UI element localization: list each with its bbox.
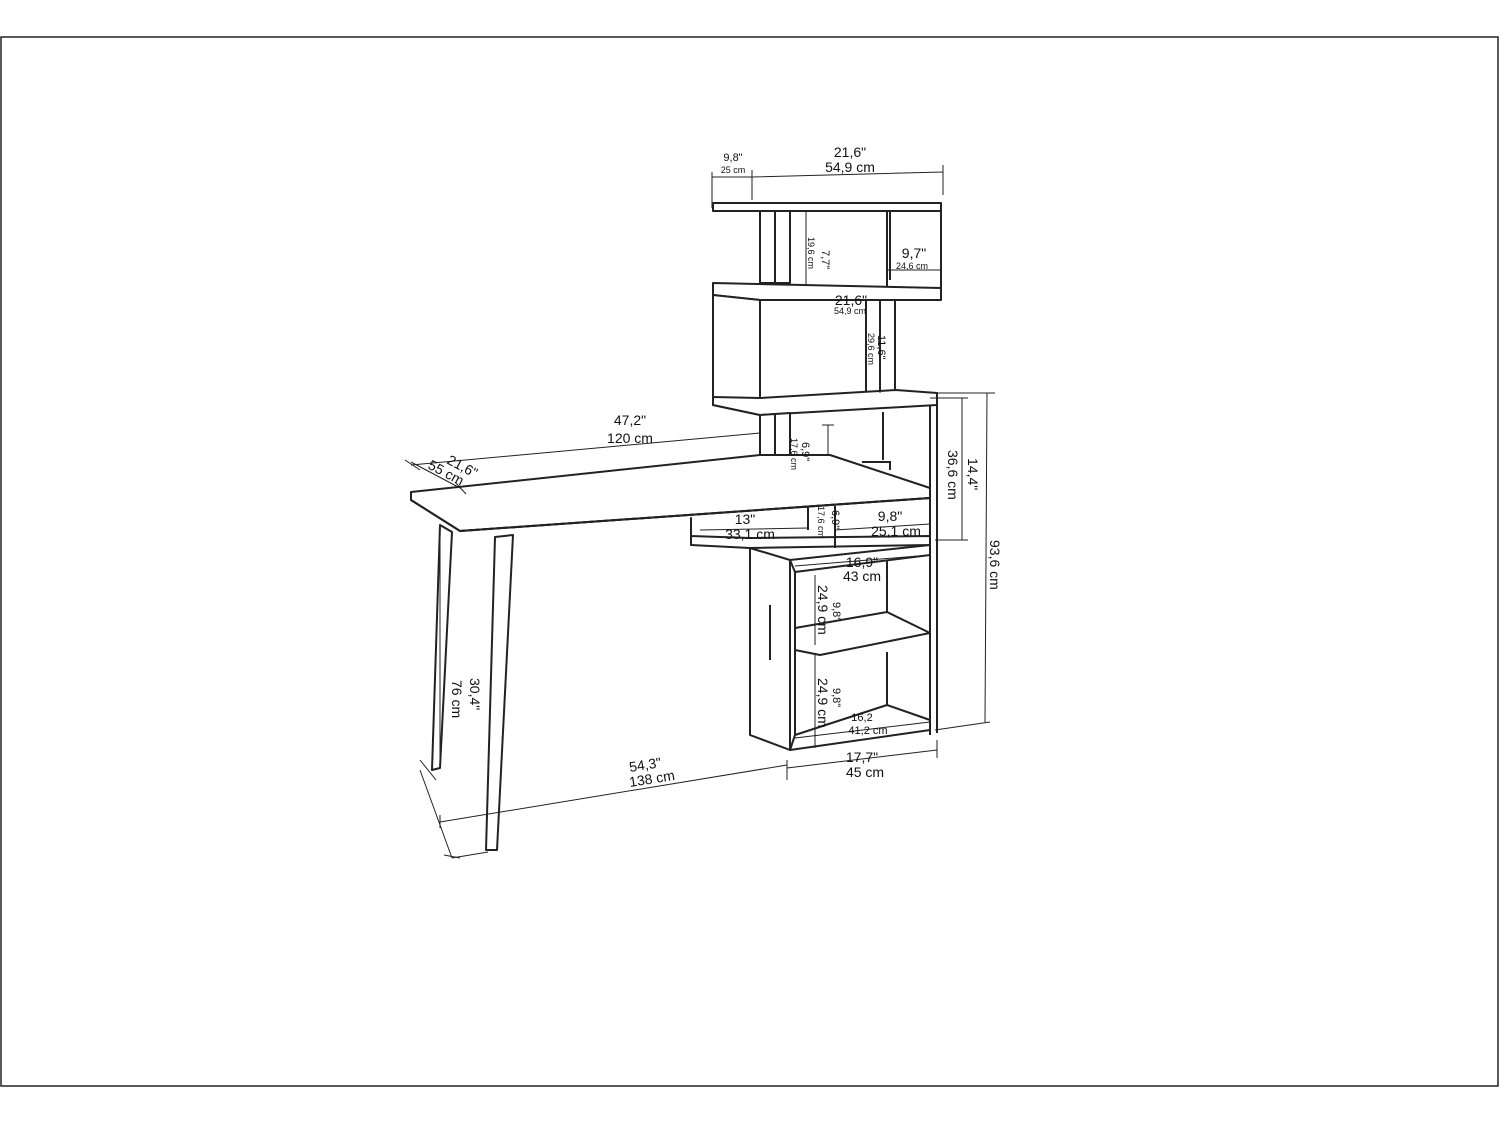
label-cab-gap1-in: 9,8" <box>830 602 842 621</box>
label-shelf-width-cm: 33,1 cm <box>725 526 775 542</box>
label-top-inner-cm: 24,6 cm <box>896 261 928 271</box>
label-cab-gap2-in: 9,8" <box>830 688 842 707</box>
label-low-gap-in: 6,9" <box>799 442 811 461</box>
label-cab-width-cm: 45 cm <box>846 764 884 780</box>
label-top-gap-in: 7,7" <box>819 250 831 269</box>
label-bottom-inner-cm: 41,2 cm <box>848 725 887 737</box>
label-shelf-width-in: 13" <box>735 511 756 527</box>
label-desk-length-in: 47,2" <box>614 412 646 428</box>
label-desk-length-cm: 120 cm <box>607 430 653 446</box>
label-total-length-cm: 138 cm <box>628 767 676 790</box>
label-cab-gap2-cm: 24,9 cm <box>815 678 831 728</box>
label-side-width-in: 9,8" <box>878 508 902 524</box>
label-cab-gap1-cm: 24,9 cm <box>815 585 831 635</box>
label-top-depth-cm: 25 cm <box>721 165 746 175</box>
label-low-gap-cm: 17,6 cm <box>789 438 799 470</box>
label-mid-gap-cm: 29,6 cm <box>866 333 876 365</box>
label-top-width-cm: 54,9 cm <box>825 159 875 175</box>
label-top-inner-in: 9,7" <box>902 245 926 261</box>
label-upper-height-cm: 36,6 cm <box>945 450 961 500</box>
dimension-lines <box>404 165 995 859</box>
label-total-height: 93,6 cm <box>987 540 1003 590</box>
label-side-width-cm: 25,1 cm <box>871 523 921 539</box>
label-total-length-in: 54,3" <box>628 754 662 775</box>
label-cab-inner-in: 16,9" <box>846 554 878 570</box>
desktop-thickness <box>410 497 931 533</box>
under-desk-divider <box>807 506 836 548</box>
left-back-leg <box>431 524 453 771</box>
dimension-labels: 9,8" 25 cm 21,6" 54,9 cm 7,7" 19,6 cm 9,… <box>426 144 1003 790</box>
label-top-depth-in: 9,8" <box>723 152 742 164</box>
label-bottom-inner-in: 16,2 <box>851 712 872 724</box>
cabinet-bottom <box>789 704 931 751</box>
left-front-leg <box>485 534 514 851</box>
label-mid-width-cm: 54,9 cm <box>834 306 866 316</box>
label-leg-height-in: 30,4" <box>467 678 483 710</box>
label-mid-width-in: 21,6" <box>835 292 867 308</box>
label-under-gap-cm: 17,6 cm <box>816 506 826 538</box>
under-desk-shelf <box>690 517 931 549</box>
drawing-border <box>0 36 1499 1087</box>
label-cab-width-in: 17,7" <box>846 749 878 765</box>
label-top-width-in: 21,6" <box>834 144 866 160</box>
label-cab-inner-cm: 43 cm <box>843 568 881 584</box>
label-leg-height-cm: 76 cm <box>449 680 465 718</box>
label-mid-gap-in: 11,6" <box>875 335 887 360</box>
label-under-gap-in: 6,9" <box>829 510 841 529</box>
label-top-gap-cm: 19,6 cm <box>806 237 816 269</box>
desktop-top <box>410 454 931 532</box>
desktop-notch <box>862 461 891 470</box>
top-shelf-board <box>712 202 942 212</box>
label-upper-height-in: 14,4" <box>965 458 981 490</box>
